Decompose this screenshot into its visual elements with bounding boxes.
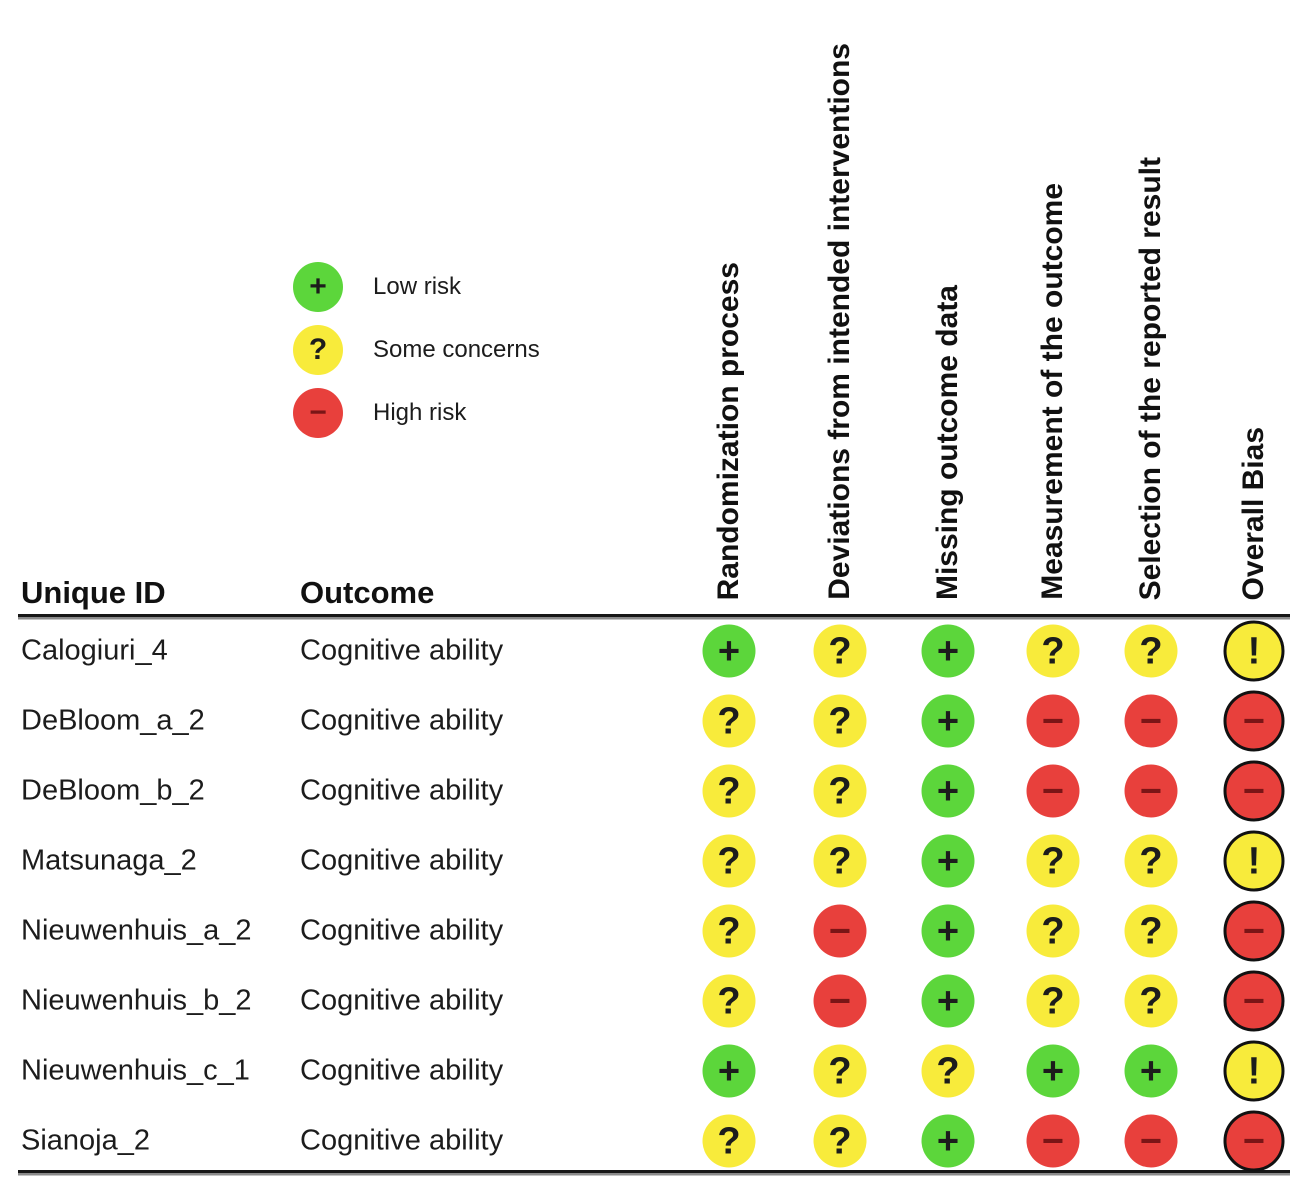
judgement-low-missing-outcome-data-icon: + — [921, 904, 975, 958]
judgement-high-measurement-of-the-outcome-icon: − — [1026, 1114, 1080, 1168]
judgement-some-deviations-from-intended-interventions-icon: ? — [813, 834, 867, 888]
legend-symbol: + — [309, 270, 327, 303]
judgement-some-overall-bias-icon: ! — [1223, 620, 1285, 682]
unique-id-cell: DeBloom_a_2 — [21, 704, 205, 737]
judgement-high-overall-bias-icon: − — [1223, 690, 1285, 752]
judgement-some-deviations-from-intended-interventions-icon: ? — [813, 624, 867, 678]
judgement-high-measurement-of-the-outcome-icon: − — [1026, 694, 1080, 748]
legend-item-high-risk: − High risk — [293, 388, 540, 438]
outcome-cell: Cognitive ability — [300, 774, 504, 807]
judgement-some-deviations-from-intended-interventions-icon: ? — [813, 694, 867, 748]
outcome-cell: Cognitive ability — [300, 1124, 504, 1157]
outcome-cell: Cognitive ability — [300, 634, 504, 667]
judgement-low-missing-outcome-data-icon: + — [921, 624, 975, 678]
judgement-high-overall-bias-icon: − — [1223, 760, 1285, 822]
judgement-low-selection-of-the-reported-result-icon: + — [1124, 1044, 1178, 1098]
bottom-rule — [18, 1170, 1290, 1173]
judgement-some-selection-of-the-reported-result-icon: ? — [1124, 624, 1178, 678]
judgement-low-missing-outcome-data-icon: + — [921, 764, 975, 818]
unique-id-cell: Nieuwenhuis_a_2 — [21, 914, 252, 947]
judgement-high-deviations-from-intended-interventions-icon: − — [813, 904, 867, 958]
legend-high-risk-icon: − — [293, 388, 343, 438]
legend-item-low-risk: + Low risk — [293, 262, 540, 312]
judgement-some-selection-of-the-reported-result-icon: ? — [1124, 974, 1178, 1028]
unique-id-cell: Sianoja_2 — [21, 1124, 150, 1157]
judgement-some-missing-outcome-data-icon: ? — [921, 1044, 975, 1098]
judgement-high-overall-bias-icon: − — [1223, 900, 1285, 962]
outcome-cell: Cognitive ability — [300, 914, 504, 947]
outcome-column-header: Outcome — [300, 575, 435, 610]
judgement-high-deviations-from-intended-interventions-icon: − — [813, 974, 867, 1028]
judgement-some-measurement-of-the-outcome-icon: ? — [1026, 624, 1080, 678]
judgement-high-overall-bias-icon: − — [1223, 1110, 1285, 1172]
table-row-nieuwenhuis-c-1: Nieuwenhuis_c_1 Cognitive ability +?? + +! — [0, 1036, 1299, 1106]
judgement-low-randomization-process-icon: + — [702, 1044, 756, 1098]
judgement-high-overall-bias-icon: − — [1223, 970, 1285, 1032]
judgement-high-selection-of-the-reported-result-icon: − — [1124, 1114, 1178, 1168]
judgement-some-measurement-of-the-outcome-icon: ? — [1026, 904, 1080, 958]
judgement-some-deviations-from-intended-interventions-icon: ? — [813, 764, 867, 818]
judgement-low-measurement-of-the-outcome-icon: + — [1026, 1044, 1080, 1098]
judgement-some-deviations-from-intended-interventions-icon: ? — [813, 1114, 867, 1168]
legend-low-risk-icon: + — [293, 262, 343, 312]
judgement-some-measurement-of-the-outcome-icon: ? — [1026, 834, 1080, 888]
unique-id-cell: DeBloom_b_2 — [21, 774, 205, 807]
judgement-some-deviations-from-intended-interventions-icon: ? — [813, 1044, 867, 1098]
judgement-low-missing-outcome-data-icon: + — [921, 694, 975, 748]
outcome-cell: Cognitive ability — [300, 844, 504, 877]
judgement-some-randomization-process-icon: ? — [702, 834, 756, 888]
legend-label: Some concerns — [373, 336, 540, 363]
judgement-high-measurement-of-the-outcome-icon: − — [1026, 764, 1080, 818]
legend-item-some-concerns: ? Some concerns — [293, 325, 540, 375]
legend-label: Low risk — [373, 273, 462, 300]
judgement-high-selection-of-the-reported-result-icon: − — [1124, 694, 1178, 748]
outcome-cell: Cognitive ability — [300, 1054, 504, 1087]
judgement-some-measurement-of-the-outcome-icon: ? — [1026, 974, 1080, 1028]
judgement-some-overall-bias-icon: ! — [1223, 1040, 1285, 1102]
judgement-low-randomization-process-icon: + — [702, 624, 756, 678]
judgement-some-randomization-process-icon: ? — [702, 1114, 756, 1168]
judgement-some-randomization-process-icon: ? — [702, 694, 756, 748]
judgement-some-selection-of-the-reported-result-icon: ? — [1124, 904, 1178, 958]
table-row-calogiuri-4: Calogiuri_4 Cognitive ability +? +??! — [0, 616, 1299, 686]
judgement-some-overall-bias-icon: ! — [1223, 830, 1285, 892]
judgement-some-randomization-process-icon: ? — [702, 974, 756, 1028]
table-row-matsunaga-2: Matsunaga_2 Cognitive ability?? +??! — [0, 826, 1299, 896]
judgement-some-selection-of-the-reported-result-icon: ? — [1124, 834, 1178, 888]
legend-label: High risk — [373, 399, 467, 426]
judgement-high-selection-of-the-reported-result-icon: − — [1124, 764, 1178, 818]
legend: + Low risk? Some concerns − High risk — [293, 262, 540, 438]
judgement-low-missing-outcome-data-icon: + — [921, 974, 975, 1028]
outcome-cell: Cognitive ability — [300, 704, 504, 737]
outcome-cell: Cognitive ability — [300, 984, 504, 1017]
judgement-low-missing-outcome-data-icon: + — [921, 1114, 975, 1168]
header-rule — [18, 614, 1290, 617]
legend-symbol: − — [309, 396, 327, 429]
unique-id-cell: Nieuwenhuis_c_1 — [21, 1054, 250, 1087]
judgement-low-missing-outcome-data-icon: + — [921, 834, 975, 888]
legend-symbol: ? — [308, 333, 328, 366]
unique-id-cell: Nieuwenhuis_b_2 — [21, 984, 252, 1017]
judgement-some-randomization-process-icon: ? — [702, 904, 756, 958]
legend-some-risk-icon: ? — [293, 325, 343, 375]
unique-id-column-header: Unique ID — [21, 575, 166, 610]
unique-id-cell: Calogiuri_4 — [21, 634, 168, 667]
unique-id-cell: Matsunaga_2 — [21, 844, 197, 877]
judgement-some-randomization-process-icon: ? — [702, 764, 756, 818]
